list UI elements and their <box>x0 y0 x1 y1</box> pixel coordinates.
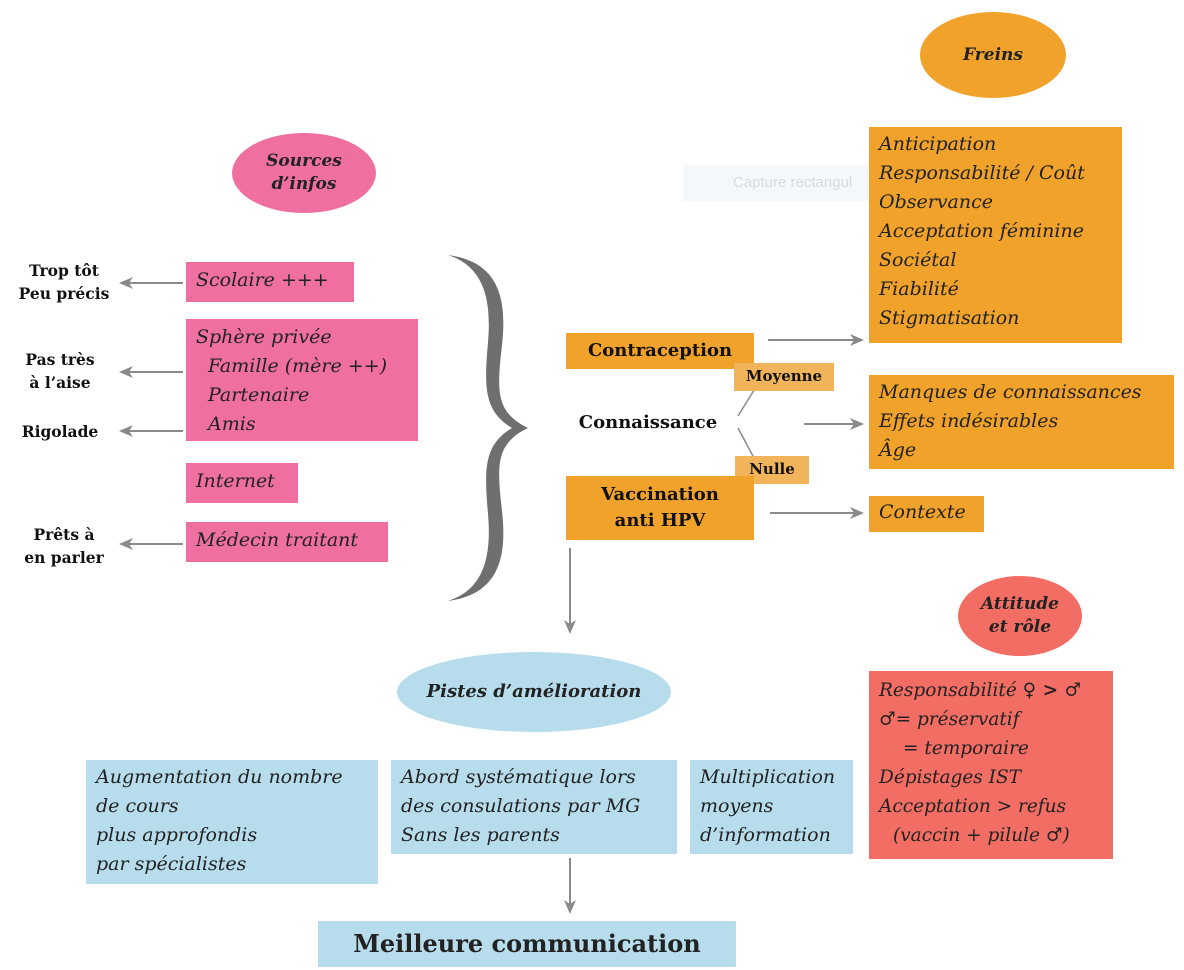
frein-item: Responsabilité / Coût <box>879 162 1085 184</box>
piste-box-3: Multiplication moyens d’information <box>690 760 853 854</box>
attitude-line-2: ♂= préservatif <box>879 705 1103 734</box>
attitude-line-1: Responsabilité ♀ > ♂ <box>879 676 1103 705</box>
source-sphere-privee: Sphère privée Famille (mère ++) Partenai… <box>186 319 418 441</box>
source-internet: Internet <box>186 463 298 503</box>
label-line: Trop tôt <box>29 261 99 280</box>
piste-line: Abord systématique lors <box>401 766 636 788</box>
label-line: Prêts à <box>33 525 95 544</box>
heading-sources: Sources d’infos <box>232 133 376 213</box>
label-line: à l’aise <box>29 373 91 392</box>
label-line: Pas très <box>25 350 95 369</box>
vaccination-line-1: Vaccination <box>601 484 719 505</box>
attitude-box: Responsabilité ♀ > ♂ ♂= préservatif = te… <box>869 671 1113 859</box>
frein-item: Manques de connaissances <box>879 381 1142 403</box>
result-box: Meilleure communication <box>318 921 736 967</box>
heading-attitude: Attitude et rôle <box>958 576 1082 656</box>
frein-item: Fiabilité <box>879 278 959 300</box>
piste-box-1: Augmentation du nombre de cours plus app… <box>86 760 378 884</box>
source-scolaire: Scolaire +++ <box>186 262 354 302</box>
vaccination-line-2: anti HPV <box>614 510 706 531</box>
attitude-line-5: Acceptation > refus <box>879 796 1067 817</box>
heading-pistes: Pistes d’amélioration <box>397 652 671 732</box>
label-rigolade: Rigolade <box>21 422 99 441</box>
frein-item: Sociétal <box>879 249 957 271</box>
attitude-line-4: Dépistages IST <box>879 767 1021 788</box>
male-icon: ♂ <box>1045 825 1063 846</box>
sphere-partenaire: Partenaire <box>208 384 310 406</box>
piste-line: Multiplication <box>700 766 836 788</box>
label-line: en parler <box>24 548 104 567</box>
frein-item: Âge <box>879 439 917 461</box>
label-line: Peu précis <box>18 284 110 303</box>
node-connaissance: Connaissance <box>578 412 718 433</box>
freins-connaissance-box: Manques de connaissances Effets indésira… <box>869 375 1174 469</box>
piste-line: d’information <box>700 824 831 846</box>
label-prets: Prêts à en parler <box>14 523 114 569</box>
attitude-vaccin: (vaccin + pilule <box>893 825 1046 846</box>
label-pas-tres: Pas très à l’aise <box>10 348 110 394</box>
frein-item: Acceptation féminine <box>879 220 1084 242</box>
frein-item: Stigmatisation <box>879 307 1020 329</box>
branch-moyenne <box>737 386 757 417</box>
sphere-famille: Famille (mère ++) <box>208 355 388 377</box>
source-medecin: Médecin traitant <box>186 522 388 562</box>
frein-item: Anticipation <box>879 133 997 155</box>
attitude-responsabilite: Responsabilité <box>879 680 1023 701</box>
frein-item: Observance <box>879 191 993 213</box>
piste-line: de cours <box>96 795 179 817</box>
frein-item: Effets indésirables <box>879 410 1059 432</box>
branch-nulle <box>737 427 755 459</box>
attitude-close: ) <box>1062 825 1070 846</box>
piste-line: moyens <box>700 795 774 817</box>
piste-line: Sans les parents <box>401 824 560 846</box>
piste-line: plus approfondis <box>96 824 258 846</box>
sphere-title: Sphère privée <box>196 326 332 348</box>
male-icon: ♂ <box>879 709 896 730</box>
attitude-line-3: = temporaire <box>903 738 1029 759</box>
gender-symbols: ♀ > ♂ <box>1022 680 1082 701</box>
freins-contraception-box: Anticipation Responsabilité / Coût Obser… <box>869 127 1122 343</box>
piste-line: par spécialistes <box>96 853 247 875</box>
label-trop-tot: Trop tôt Peu précis <box>14 259 114 305</box>
attitude-line-6: (vaccin + pilule ♂) <box>879 821 1103 850</box>
watermark-capture: Capture rectangul <box>683 165 883 201</box>
piste-box-2: Abord systématique lors des consulations… <box>391 760 677 854</box>
piste-line: Augmentation du nombre <box>96 766 343 788</box>
node-contraception: Contraception <box>566 333 754 369</box>
sphere-amis: Amis <box>208 413 256 435</box>
piste-line: des consulations par MG <box>401 795 641 817</box>
node-vaccination: Vaccination anti HPV <box>566 476 754 540</box>
freins-vaccination-box: Contexte <box>869 496 984 532</box>
attitude-preservatif: = préservatif <box>895 709 1020 730</box>
tag-moyenne: Moyenne <box>734 363 834 391</box>
heading-freins: Freins <box>920 12 1066 98</box>
curly-brace <box>448 255 528 601</box>
